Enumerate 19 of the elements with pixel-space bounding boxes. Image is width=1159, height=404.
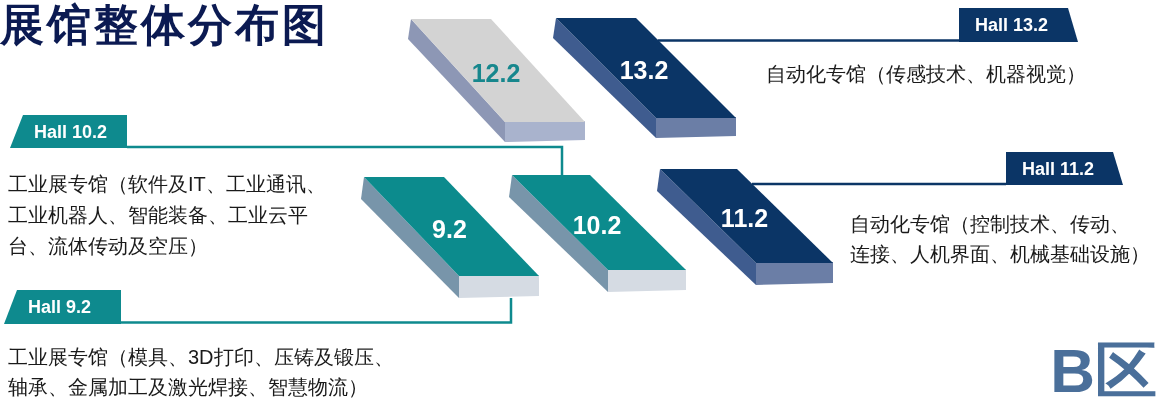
hall-number: 13.2 xyxy=(619,57,669,83)
hall-tag: Hall 9.2 xyxy=(4,290,121,324)
hall-number: 9.2 xyxy=(432,215,467,242)
description-text: 工业展专馆（软件及IT、工业通讯、工业机器人、智能装备、工业云平台、流体传动及空压） xyxy=(8,172,327,259)
hall-number: 10.2 xyxy=(572,211,622,238)
leader-line xyxy=(750,182,1006,186)
hall-tag: Hall 11.2 xyxy=(1006,152,1123,185)
zone-label: B区 xyxy=(1050,340,1157,402)
hall-number: 11.2 xyxy=(720,205,769,231)
title: 展馆整体分布图 xyxy=(0,0,329,50)
hall-tag: Hall 10.2 xyxy=(10,115,127,148)
description-text: 自动化专馆（控制技术、传动、连接、人机界面、机械基础设施） xyxy=(850,212,1151,267)
leader-line xyxy=(121,298,513,324)
hall-number: 12.2 xyxy=(471,59,521,86)
leader-line xyxy=(657,39,959,43)
hall-tag: Hall 13.2 xyxy=(959,8,1078,42)
description-text: 工业展专馆（模具、3D打印、压铸及锻压、轴承、金属加工及激光焊接、智慧物流） xyxy=(8,345,395,400)
leader-line xyxy=(127,145,564,175)
description-text: 自动化专馆（传感技术、机器视觉） xyxy=(766,62,1086,87)
